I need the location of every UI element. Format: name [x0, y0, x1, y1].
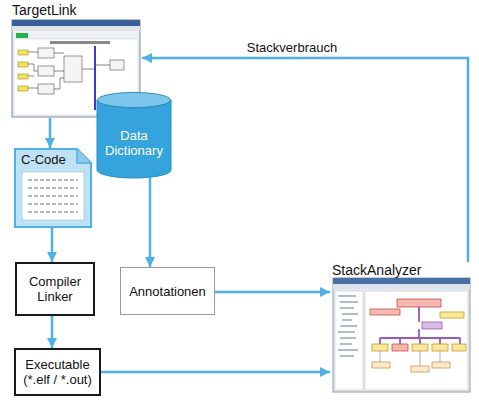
tree-entries	[338, 296, 358, 356]
call-graph-node	[372, 362, 390, 368]
model-wire	[28, 52, 110, 89]
document-page	[15, 149, 91, 227]
call-graph-edge	[380, 307, 460, 344]
graph-panel	[365, 291, 468, 390]
node-label: Data Dictionary	[97, 128, 171, 158]
window-toolbar	[333, 284, 470, 289]
node-heading: TargetLink	[10, 2, 142, 18]
edge-label: Stackverbrauch	[247, 40, 337, 55]
model-block	[38, 66, 54, 76]
document-fold	[77, 149, 91, 163]
flow-arrow	[51, 316, 54, 348]
model-block	[18, 74, 28, 79]
model-block	[18, 50, 28, 55]
flow-arrow	[51, 228, 54, 262]
model-block	[18, 86, 28, 91]
window-titlebar	[333, 278, 470, 284]
call-graph-node	[440, 312, 464, 318]
code-line	[28, 188, 78, 189]
call-graph-node	[452, 344, 466, 351]
code-line	[28, 204, 78, 205]
call-graph-node	[370, 309, 400, 315]
code-area	[22, 172, 84, 220]
tree-panel	[335, 291, 363, 390]
node-label: Executable (*.elf / *.out)	[18, 357, 97, 387]
call-graph-node	[372, 344, 388, 351]
node-label: Annotationen	[129, 284, 206, 299]
model-block	[110, 60, 124, 70]
code-line	[28, 196, 78, 197]
data-box: Annotationen	[120, 267, 215, 315]
flow-arrow	[142, 58, 468, 262]
call-graph-node	[432, 344, 448, 351]
process-box: Compiler Linker	[15, 262, 95, 316]
flow-arrow	[149, 178, 152, 267]
database-cylinder: Data Dictionary	[97, 92, 171, 178]
model-block	[38, 48, 54, 58]
code-line	[28, 212, 78, 213]
flow-arrow	[101, 371, 330, 374]
call-graph-node	[412, 344, 428, 351]
call-graph-node	[397, 299, 441, 307]
call-graph-node	[411, 366, 429, 372]
call-graph-node	[432, 362, 450, 368]
flow-arrow	[215, 291, 330, 294]
cylinder-top	[98, 93, 171, 108]
call-graph-node	[392, 344, 408, 351]
node-label: Compiler Linker	[19, 274, 91, 304]
node-label: C-Code	[14, 148, 92, 167]
document-shape: C-Code	[14, 148, 92, 228]
window-menubar	[12, 26, 140, 31]
model-block	[38, 84, 54, 94]
node-heading: StackAnalyzer	[330, 262, 472, 278]
code-line	[28, 180, 78, 181]
model-block	[64, 56, 82, 82]
model-block	[18, 62, 28, 67]
model-bus	[94, 46, 96, 110]
process-box: Executable (*.elf / *.out)	[14, 348, 101, 396]
model-title-bar	[50, 41, 110, 44]
cylinder-body	[97, 100, 171, 178]
tool-screenshot: StackAnalyzer	[330, 262, 472, 394]
window-frame	[333, 278, 470, 392]
stackanalyzer-screenshot	[333, 278, 470, 392]
flow-arrow	[49, 118, 52, 148]
model-block	[16, 33, 28, 38]
call-graph-node	[422, 322, 442, 329]
window-titlebar	[12, 20, 140, 26]
